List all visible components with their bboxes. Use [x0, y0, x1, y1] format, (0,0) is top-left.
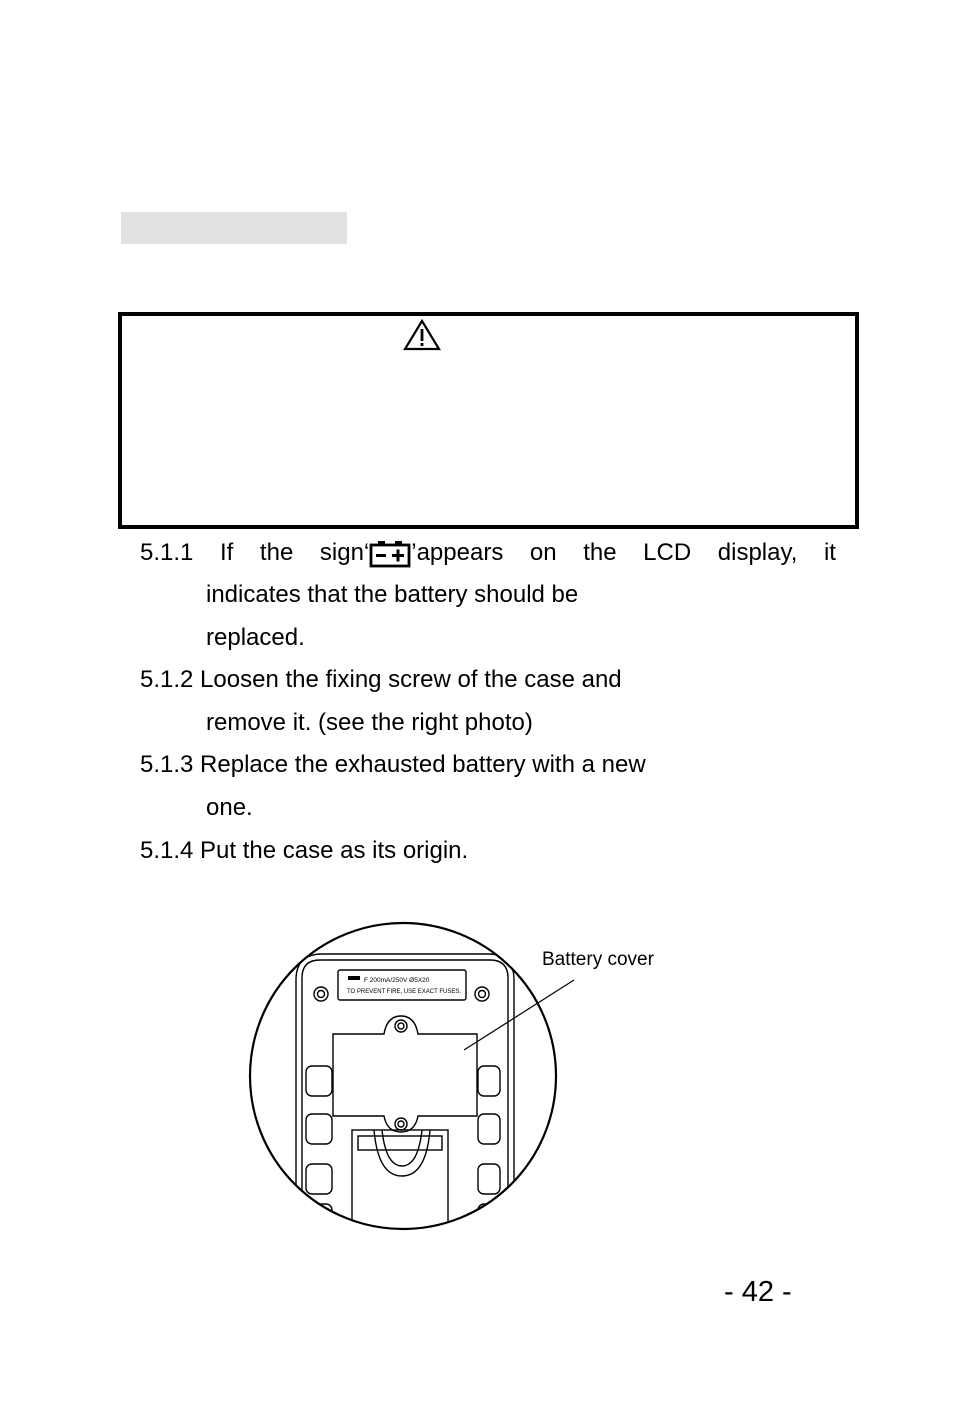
section-heading-bar [121, 212, 347, 244]
step-word: the [583, 539, 617, 566]
step-5-1-1-line-3: replaced. [206, 624, 305, 651]
step-5-1-4-line-1: 5.1.4 Put the case as its origin. [140, 837, 469, 864]
step-5-1-1-line-1: 5.1.1 If the sign‘ ’appears on the LCD d… [140, 532, 836, 574]
step-5-1-2-line-2: remove it. (see the right photo) [206, 709, 533, 736]
battery-icon [369, 540, 411, 568]
step-word: LCD [643, 539, 692, 566]
fuse-warning-text: TO PREVENT FIRE, USE EXACT FUSES. [347, 989, 461, 995]
step-5-1-1-line-2: indicates that the battery should be [206, 581, 579, 608]
warning-box [118, 312, 859, 529]
step-5-1-2-line-1: 5.1.2 Loosen the fixing screw of the cas… [140, 666, 622, 693]
fuse-rating-text: F 200mA/250V Ø5X20 [364, 977, 430, 984]
callout-leader-line [463, 979, 575, 1051]
step-word: If [219, 539, 234, 566]
warning-triangle-icon [403, 318, 441, 351]
step-5-1-3-line-2: one. [206, 794, 253, 821]
meter-body-outline [301, 959, 509, 1228]
step-5-1-3-line-1: 5.1.3 Replace the exhausted battery with… [140, 751, 646, 778]
step-word: it [823, 539, 836, 566]
step-word: the [259, 539, 294, 566]
figure-circle-outline [248, 921, 558, 1231]
battery-cover-figure: F 200mA/250V Ø5X20 TO PREVENT FIRE, USE … [248, 921, 575, 1231]
step-word: display, [717, 539, 798, 566]
battery-cover-callout: Battery cover [542, 949, 654, 970]
step-word: ’appears [411, 539, 504, 566]
page-number: - 42 - [724, 1276, 792, 1308]
tilt-stand [351, 1129, 449, 1228]
step-word: on [529, 539, 557, 566]
fuse-label-box [337, 969, 467, 1001]
battery-cover [332, 1015, 478, 1133]
step-word: sign‘ [319, 539, 370, 566]
sign-with-battery-icon: sign‘ ’appears [320, 532, 503, 574]
step-5-1-1-number: 5.1.1 [140, 539, 194, 566]
